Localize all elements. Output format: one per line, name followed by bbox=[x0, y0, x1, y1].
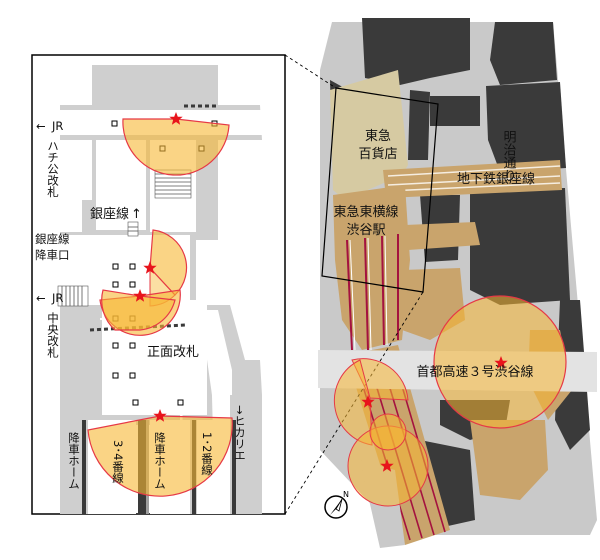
subway-line-stripe bbox=[387, 165, 561, 177]
label-jr-central: JR bbox=[51, 291, 63, 305]
label-ginza-exit: 降車口 bbox=[35, 248, 70, 262]
stairs bbox=[127, 221, 139, 237]
building-block bbox=[470, 188, 570, 305]
star-icon bbox=[143, 261, 157, 274]
arrow-icon: ← bbox=[36, 119, 46, 133]
building-block bbox=[486, 82, 566, 172]
main-map: 東急 百貨店 明治通り 地下鉄銀座線 東急東横線 渋谷駅 首都高速３号渋谷線 N bbox=[284, 18, 597, 548]
star-icon bbox=[494, 356, 508, 369]
inset-frame bbox=[321, 87, 439, 293]
label-ginza-line: 銀座線 bbox=[90, 206, 129, 222]
track-area-branch bbox=[470, 420, 548, 500]
label-jr-hachiko: JR bbox=[51, 119, 63, 133]
label-ginza-exit: 銀座線 bbox=[35, 232, 70, 246]
label-subway-ginza: 地下鉄銀座線 bbox=[457, 171, 535, 187]
star-icon bbox=[133, 289, 147, 302]
star-icon bbox=[153, 409, 167, 422]
star-icon bbox=[380, 459, 394, 472]
danger-zone bbox=[122, 118, 230, 176]
stairs bbox=[57, 285, 89, 307]
label-tokyu-dept: 東急 bbox=[365, 128, 391, 144]
label-front-gate: 正面改札 bbox=[147, 345, 199, 360]
svg-text:N: N bbox=[343, 490, 349, 499]
rail-highlights bbox=[349, 235, 388, 351]
subway-line-stripe bbox=[387, 182, 561, 192]
label-jr-central: 中央改札 bbox=[46, 312, 60, 359]
building-block bbox=[362, 18, 470, 85]
danger-zone bbox=[149, 229, 188, 296]
ticket-gates bbox=[89, 104, 218, 332]
label-platform-mid: 降車ホーム bbox=[153, 431, 167, 489]
danger-zone bbox=[351, 358, 409, 401]
star-icon bbox=[169, 112, 183, 125]
arrow-icon: ← bbox=[36, 291, 46, 305]
label-tokyu-dept: 百貨店 bbox=[358, 146, 397, 162]
star-icon bbox=[361, 395, 375, 408]
label-expressway: 首都高速３号渋谷線 bbox=[416, 364, 533, 380]
label-jr-hachiko: ハチ公改札 bbox=[46, 140, 60, 198]
connector-dash bbox=[284, 291, 424, 515]
toyoko-track-area bbox=[333, 185, 410, 350]
compass-icon: N bbox=[324, 490, 349, 519]
track-area-branch bbox=[405, 222, 480, 250]
building-block bbox=[408, 90, 430, 160]
connector-dash bbox=[284, 54, 337, 89]
toyoko-rails bbox=[346, 234, 399, 351]
label-toyoko: 渋谷駅 bbox=[346, 223, 385, 238]
label-platform-12: 1･2番線 bbox=[200, 432, 214, 475]
building-block bbox=[490, 22, 557, 85]
building-block bbox=[430, 96, 480, 126]
inset-map bbox=[57, 65, 265, 514]
subway-line-stripe bbox=[387, 175, 561, 186]
danger-zone bbox=[101, 289, 176, 331]
arrow-icon: ↑ bbox=[131, 207, 142, 222]
danger-zone bbox=[87, 415, 233, 497]
tokyu-dept-store bbox=[330, 70, 408, 200]
label-hikarie: →ヒカリエ bbox=[233, 405, 247, 461]
label-platform-34: 3･4番線 bbox=[111, 440, 125, 483]
label-platform-left: 降車ホーム bbox=[67, 431, 81, 489]
danger-zone bbox=[369, 413, 407, 451]
label-meiji-dori: 明治通り bbox=[501, 130, 517, 182]
label-toyoko: 東急東横線 bbox=[333, 204, 398, 220]
